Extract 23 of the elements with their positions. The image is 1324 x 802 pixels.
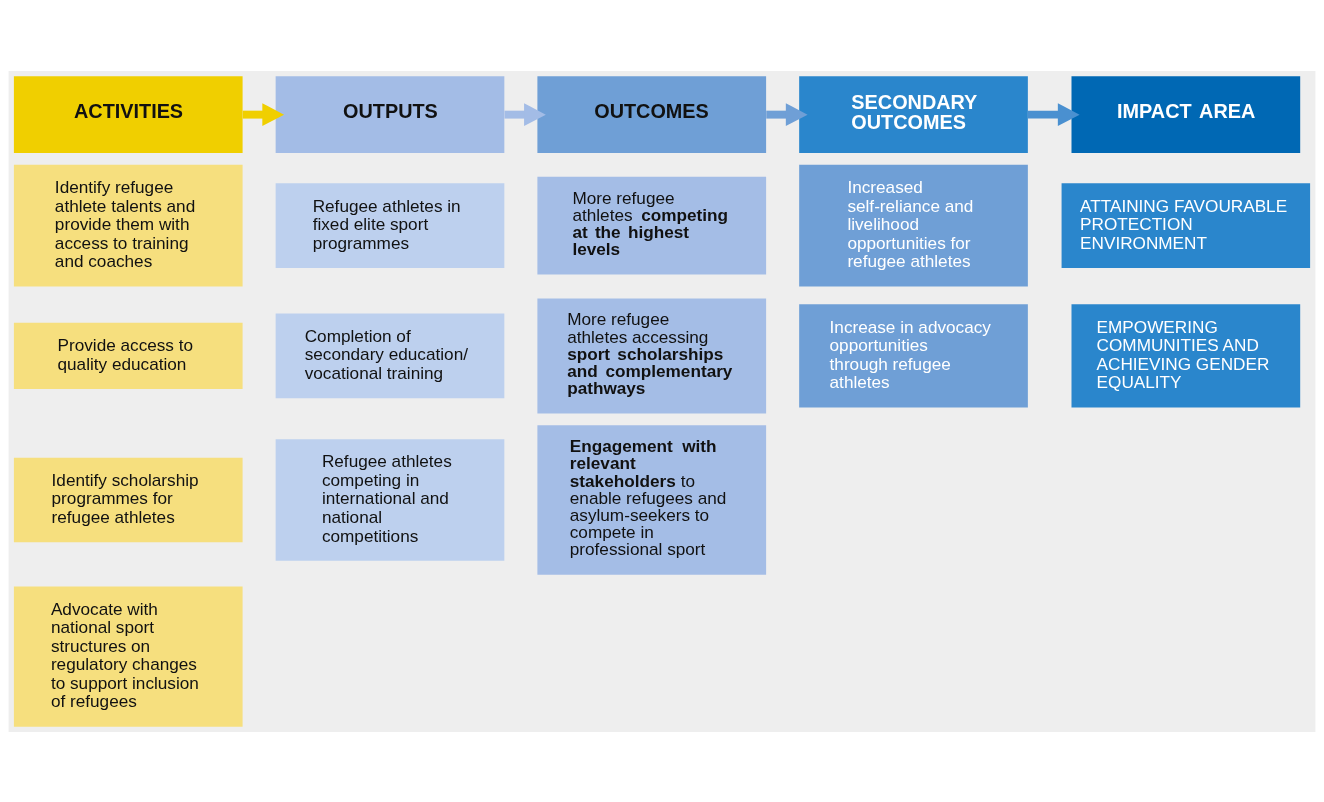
node-box: ATTAINING FAVOURABLE PROTECTION ENVIRONMENT: [1061, 182, 1311, 268]
node-box: OUTCOMES: [537, 75, 767, 153]
node-box: Identify refugee athlete talents and provide them with access to training and coaches: [13, 164, 243, 286]
node-box: SECONDARY OUTCOMES: [799, 75, 1028, 153]
arrow: [1027, 102, 1080, 126]
node-box: Provide access to quality education: [13, 322, 243, 389]
node-box: Advocate with national sport structures on regulatory changes to support inclusion of refugees: [13, 586, 243, 727]
node-box: Refugee athletes competing in international and national competitions: [275, 438, 505, 561]
node-box: OUTPUTS: [275, 75, 505, 153]
node-box: More refugee athletes competing at the highest levels: [537, 176, 767, 275]
node-box: Engagement with relevant stakeholders to enable refugees and asylum-seekers to compete in professional sport: [537, 424, 767, 575]
node-box: IMPACT AREA: [1071, 75, 1301, 153]
node-box: More refugee athletes accessing sport scholarships and complementary pathways: [537, 297, 767, 413]
node-box: ACTIVITIES: [13, 75, 243, 153]
node-box: Refugee athletes in fixed elite sport programmes: [275, 182, 505, 268]
arrow: [504, 102, 546, 126]
node-box: Increase in advocacy opportunities through refugee athletes: [799, 303, 1028, 407]
node-box: Completion of secondary education/ vocational training: [275, 313, 505, 398]
node-box: Increased self-reliance and livelihood opportunities for refugee athletes: [799, 164, 1028, 286]
node-box: EMPOWERING COMMUNITIES AND ACHIEVING GENDER EQUALITY: [1071, 303, 1301, 407]
arrow: [242, 102, 285, 126]
arrow: [766, 102, 808, 126]
node-box: Identify scholarship programmes for refugee athletes: [13, 457, 243, 542]
